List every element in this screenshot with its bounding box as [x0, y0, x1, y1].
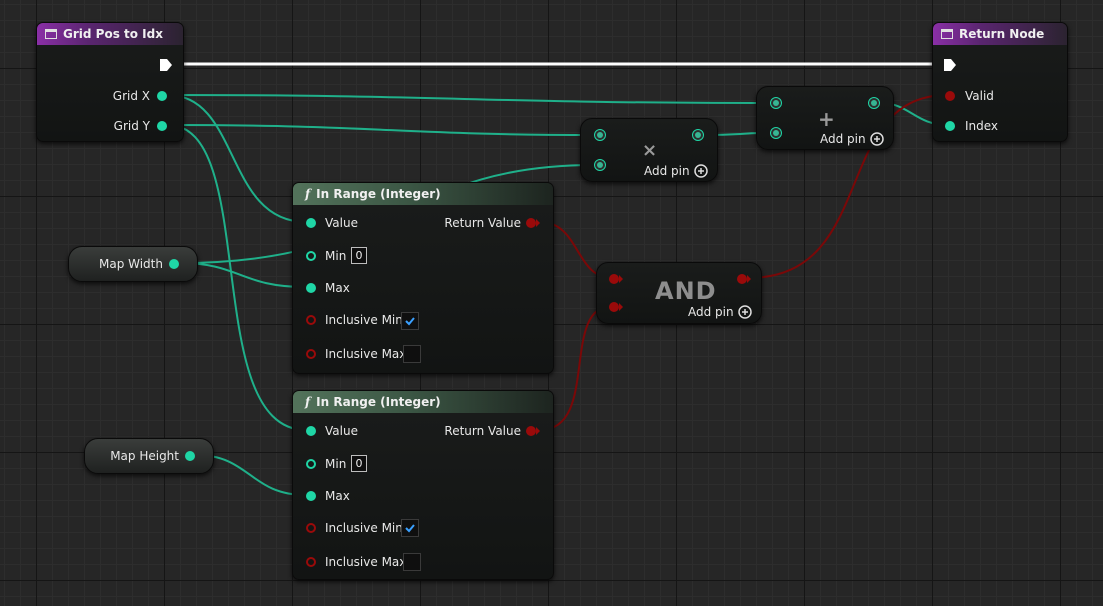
in-range-1-return-value-pin[interactable] [526, 218, 536, 228]
in-range-1-value-label: Value [325, 216, 358, 230]
in-range-2-min-pin[interactable] [306, 459, 316, 469]
in-range-node-1[interactable]: f In Range (Integer) Value Return Value M… [292, 182, 554, 374]
grid-y-pin[interactable] [157, 121, 167, 131]
in-range-1-min-pin[interactable] [306, 251, 316, 261]
in-range-2-min-label: Min [325, 457, 347, 471]
in-range-2-max-label: Max [325, 489, 350, 503]
valid-pin[interactable] [945, 91, 955, 101]
add-pin-icon[interactable] [870, 132, 884, 146]
in-range-1-min-input[interactable]: 0 [351, 247, 367, 264]
and-output-arrow [747, 275, 751, 283]
in-range-node-2-title: In Range (Integer) [316, 395, 441, 409]
map-width-pin[interactable] [169, 259, 179, 269]
index-pin[interactable] [945, 121, 955, 131]
add-output-pin[interactable] [868, 97, 880, 109]
in-range-1-inclusive-min-checkbox[interactable] [401, 312, 419, 330]
multiply-output-pin[interactable] [692, 129, 704, 141]
and-input-a-arrow [619, 275, 623, 283]
map-width-label: Map Width [98, 257, 163, 271]
add-add-pin-label[interactable]: Add pin [820, 132, 866, 146]
add-pin-icon[interactable] [694, 164, 708, 178]
add-symbol: + [818, 107, 835, 131]
in-range-2-return-value-label: Return Value [444, 424, 521, 438]
and-title: AND [655, 277, 717, 305]
in-range-node-2-header: f In Range (Integer) [293, 391, 553, 413]
wire-gridy-to-inrange2-value [167, 124, 307, 431]
function-f-icon: f [305, 395, 311, 409]
and-input-b-arrow [619, 303, 623, 311]
function-icon [45, 29, 57, 39]
grid-y-label: Grid Y [113, 119, 150, 133]
multiply-input-a-pin[interactable] [594, 129, 606, 141]
grid-x-pin[interactable] [157, 91, 167, 101]
checkmark-icon [405, 524, 415, 533]
in-range-1-inclusive-max-checkbox[interactable] [403, 345, 421, 363]
in-range-1-inclusive-min-pin[interactable] [306, 315, 316, 325]
exec-out-pin[interactable] [159, 58, 173, 72]
in-range-2-min-input[interactable]: 0 [351, 455, 367, 472]
in-range-node-1-header: f In Range (Integer) [293, 183, 553, 205]
and-node[interactable]: AND Add pin [596, 262, 762, 324]
multiply-node[interactable]: × Add pin [580, 118, 718, 182]
in-range-1-inclusive-min-label: Inclusive Min [325, 313, 403, 327]
add-pin-icon[interactable] [738, 305, 752, 319]
return-node[interactable]: Return Node Valid Index [932, 22, 1068, 142]
in-range-2-return-arrow [536, 427, 540, 435]
in-range-2-value-pin[interactable] [306, 426, 316, 436]
and-add-pin-label[interactable]: Add pin [688, 305, 734, 319]
wire-and-to-valid [747, 94, 949, 279]
in-range-1-max-pin[interactable] [306, 283, 316, 293]
exec-in-pin[interactable] [943, 58, 957, 72]
return-node-title: Return Node [959, 27, 1045, 41]
in-range-2-inclusive-max-pin[interactable] [306, 557, 316, 567]
in-range-1-inclusive-max-pin[interactable] [306, 349, 316, 359]
add-input-a-pin[interactable] [770, 97, 782, 109]
index-label: Index [965, 119, 999, 133]
entry-node-header: Grid Pos to Idx [37, 23, 183, 45]
in-range-node-1-title: In Range (Integer) [316, 187, 441, 201]
in-range-2-max-pin[interactable] [306, 491, 316, 501]
wire-gridx-to-add [167, 94, 771, 104]
in-range-2-inclusive-min-checkbox[interactable] [401, 519, 419, 537]
in-range-2-return-value-pin[interactable] [526, 426, 536, 436]
multiply-symbol: × [642, 140, 658, 161]
and-input-b-pin[interactable] [609, 302, 619, 312]
map-height-variable[interactable]: Map Height [84, 438, 214, 474]
in-range-1-inclusive-max-label: Inclusive Max [325, 347, 407, 361]
in-range-2-value-label: Value [325, 424, 358, 438]
multiply-input-b-pin[interactable] [594, 159, 606, 171]
in-range-1-max-label: Max [325, 281, 350, 295]
in-range-2-inclusive-max-checkbox[interactable] [403, 553, 421, 571]
in-range-2-inclusive-min-pin[interactable] [306, 523, 316, 533]
add-input-b-pin[interactable] [770, 127, 782, 139]
map-height-label: Map Height [110, 449, 179, 463]
in-range-1-value-pin[interactable] [306, 218, 316, 228]
function-f-icon: f [305, 187, 311, 201]
wire-mapwidth-to-inrange1-max [179, 262, 307, 288]
entry-node-title: Grid Pos to Idx [63, 27, 163, 41]
in-range-node-2[interactable]: f In Range (Integer) Value Return Value M… [292, 390, 554, 580]
function-icon [941, 29, 953, 39]
valid-label: Valid [965, 89, 994, 103]
return-node-header: Return Node [933, 23, 1067, 45]
grid-x-label: Grid X [112, 89, 150, 103]
in-range-2-inclusive-min-label: Inclusive Min [325, 521, 403, 535]
in-range-1-return-arrow [536, 219, 540, 227]
add-node[interactable]: + Add pin [756, 86, 894, 150]
entry-node[interactable]: Grid Pos to Idx Grid X Grid Y [36, 22, 184, 142]
and-output-pin[interactable] [737, 274, 747, 284]
map-width-variable[interactable]: Map Width [68, 246, 198, 282]
checkmark-icon [405, 317, 415, 326]
wire-gridx-to-inrange1-value [167, 94, 307, 223]
in-range-1-return-value-label: Return Value [444, 216, 521, 230]
in-range-2-inclusive-max-label: Inclusive Max [325, 555, 407, 569]
map-height-pin[interactable] [185, 451, 195, 461]
in-range-1-min-label: Min [325, 249, 347, 263]
multiply-add-pin-label[interactable]: Add pin [644, 164, 690, 178]
and-input-a-pin[interactable] [609, 274, 619, 284]
wire-gridy-to-multiply [167, 124, 595, 136]
